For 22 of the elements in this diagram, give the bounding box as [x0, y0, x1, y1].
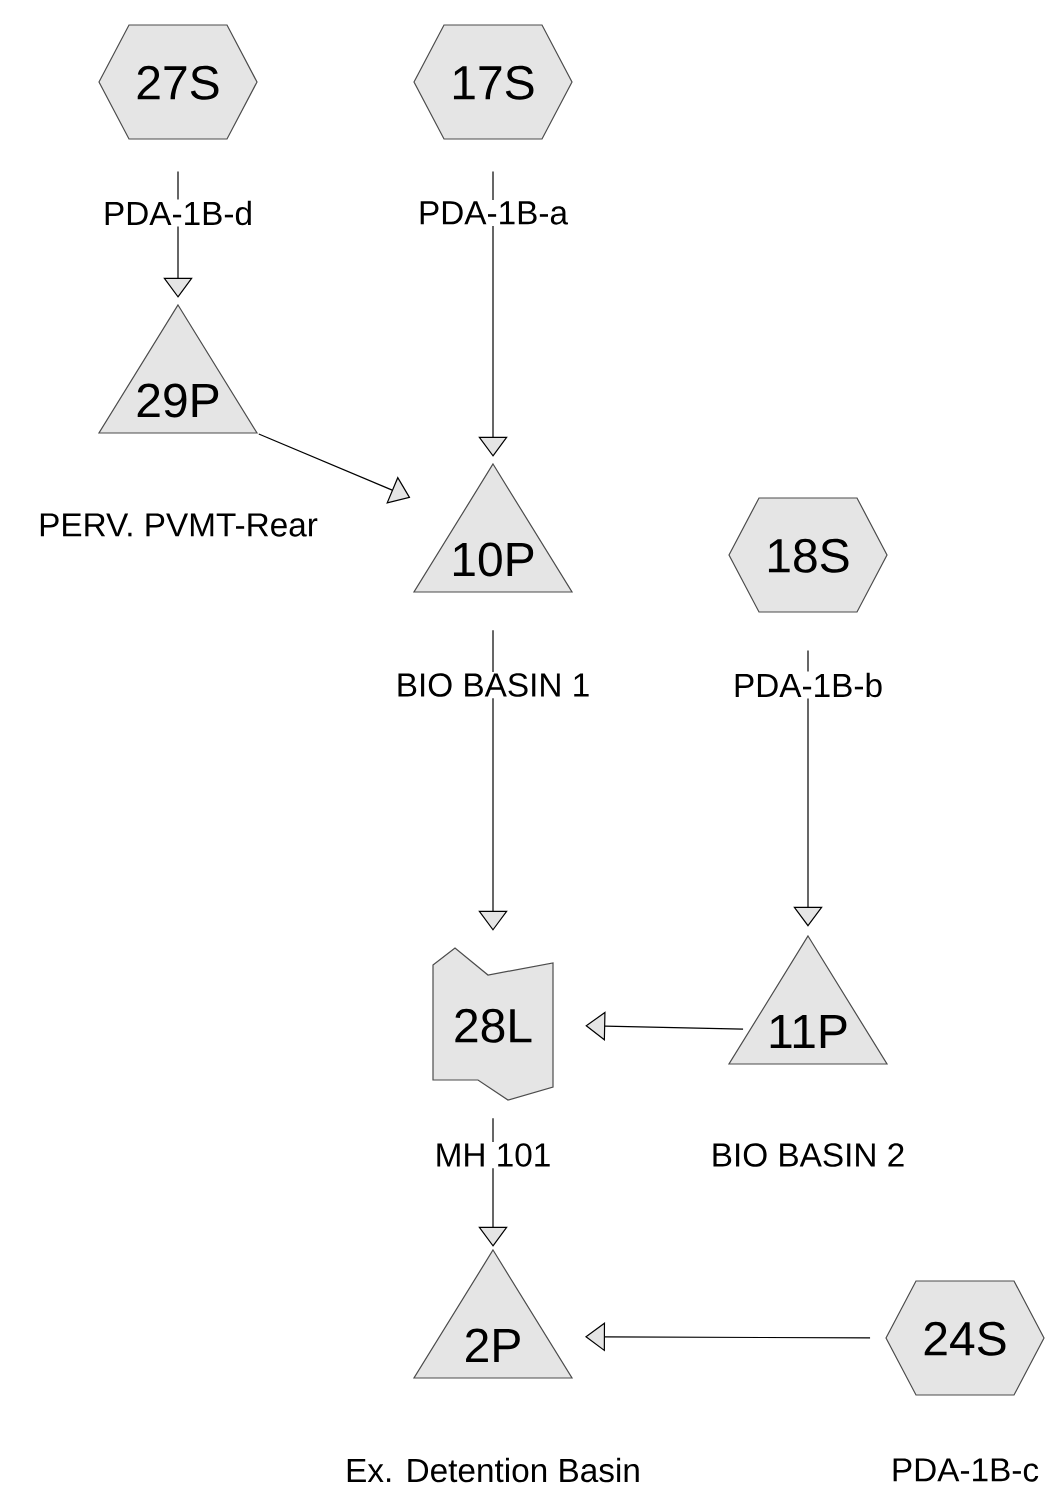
- node-label: MH 101: [433, 1141, 553, 1169]
- hexagon-node: 17S: [413, 24, 573, 140]
- hexagon-node: 27S: [98, 24, 258, 140]
- node-label: PDA-1B-a: [416, 200, 570, 226]
- arrow: [478, 171, 508, 457]
- node-label: PDA-1B-c: [889, 1457, 1041, 1483]
- node-label: PDA-1B-d: [101, 199, 255, 227]
- arrow: [163, 171, 193, 298]
- arrow: [793, 650, 823, 927]
- arrow: [478, 1117, 508, 1247]
- node-label: BIO BASIN 1: [394, 671, 592, 699]
- node-label: PERV. PVMT-Rear: [36, 512, 320, 538]
- arrow: [585, 1011, 744, 1041]
- node-label: Ex. Detention Basin: [343, 1456, 643, 1484]
- arrow: [258, 433, 411, 504]
- hexagon-node: 24S: [885, 1280, 1045, 1396]
- node-label: BIO BASIN 2: [709, 1141, 907, 1169]
- arrow: [478, 629, 508, 931]
- node-label: PDA-1B-b: [731, 671, 885, 699]
- banner-node: 28L: [432, 947, 554, 1101]
- arrow: [585, 1322, 871, 1352]
- hexagon-node: 18S: [728, 497, 888, 613]
